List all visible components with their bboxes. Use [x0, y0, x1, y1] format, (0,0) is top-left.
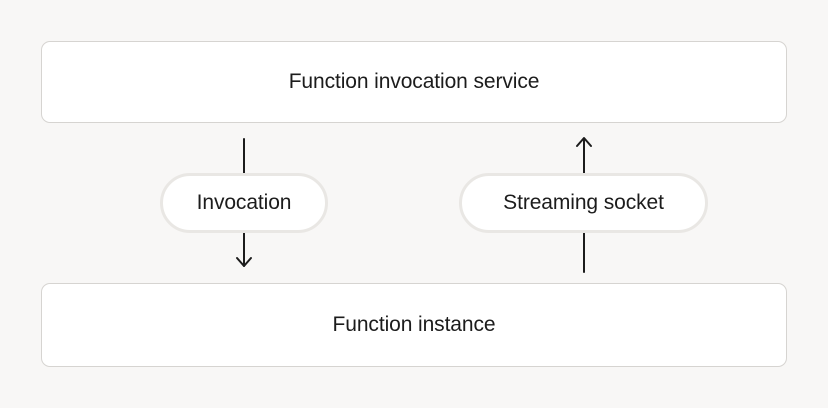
- edge-pill-label: Invocation: [196, 191, 292, 214]
- node-label: Function instance: [332, 313, 496, 336]
- node-label: Function invocation service: [288, 70, 540, 93]
- edge-pill-invocation: Invocation: [160, 173, 328, 233]
- edge-pill-label: Streaming socket: [503, 191, 664, 214]
- node-function-invocation-service: Function invocation service: [41, 41, 787, 123]
- node-function-instance: Function instance: [41, 283, 787, 367]
- edge-pill-streaming-socket: Streaming socket: [459, 173, 708, 233]
